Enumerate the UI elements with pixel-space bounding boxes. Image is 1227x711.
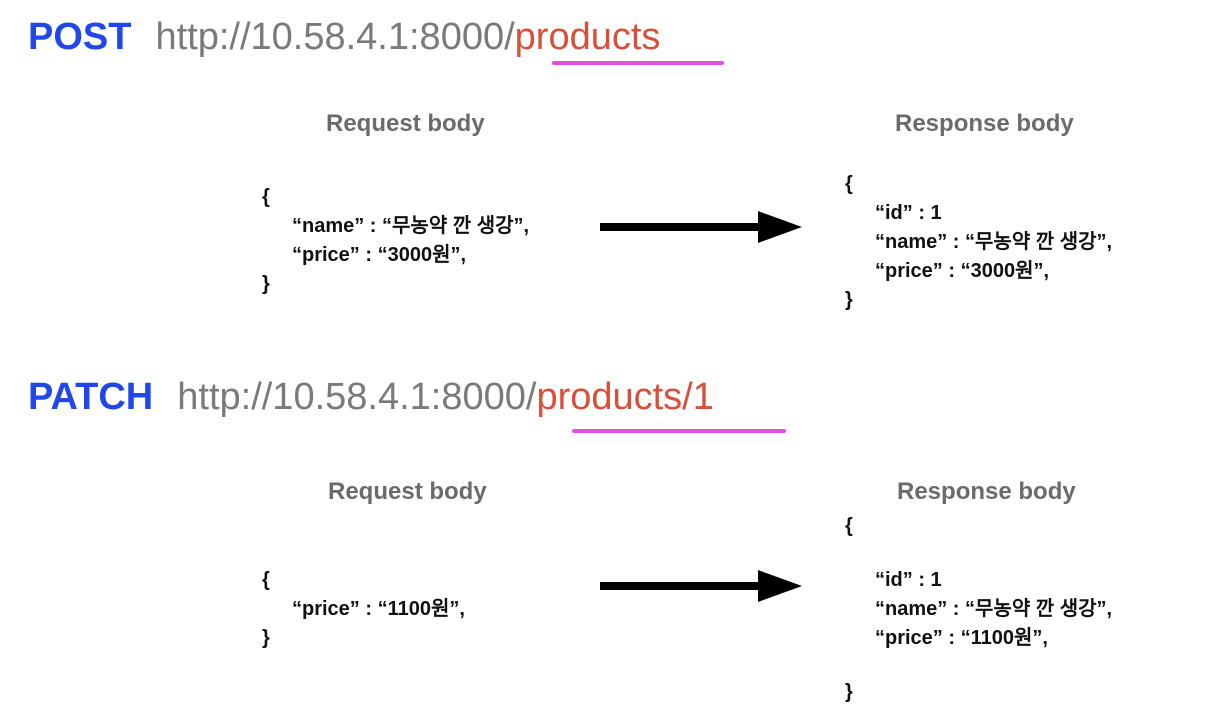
json-open-brace: { (845, 173, 853, 195)
post-base-url: http://10.58.4.1:8000/ (155, 16, 515, 58)
json-line: “id” : 1 (875, 202, 942, 224)
patch-request-body: { “price” : “1100원”, } (262, 566, 465, 653)
json-line: “name” : “무농약 깐 생강”, (875, 231, 1113, 253)
json-line: “price” : “1100원”, (875, 627, 1048, 649)
json-open-brace: { (845, 515, 853, 537)
patch-base-url: http://10.58.4.1:8000/ (177, 376, 537, 418)
json-close-brace: } (262, 273, 270, 295)
patch-response-label: Response body (897, 478, 1076, 505)
json-line: “name” : “무농약 깐 생강”, (875, 598, 1113, 620)
post-path-underline (552, 61, 724, 65)
post-response-label: Response body (895, 110, 1074, 137)
post-response-body: { “id” : 1 “name” : “무농약 깐 생강”, “price” … (845, 170, 1112, 315)
json-open-brace: { (262, 569, 270, 591)
post-arrow-icon (600, 211, 802, 243)
json-open-brace: { (262, 186, 270, 208)
patch-arrow-icon (600, 570, 802, 602)
json-line: “name” : “무농약 깐 생강”, (292, 215, 530, 237)
json-line: “price” : “1100원”, (292, 598, 465, 620)
json-close-brace: } (262, 627, 270, 649)
post-endpoint-line: POST http://10.58.4.1:8000/products (28, 16, 660, 59)
post-method: POST (28, 16, 132, 58)
json-line: “price” : “3000원”, (292, 244, 467, 266)
patch-request-label: Request body (328, 478, 487, 505)
patch-method: PATCH (28, 376, 154, 418)
post-path: products (514, 16, 661, 58)
patch-response-body: { “id” : 1 “name” : “무농약 깐 생강”, “price” … (845, 512, 1112, 707)
json-line: “id” : 1 (875, 569, 942, 591)
json-close-brace: } (845, 681, 853, 703)
json-close-brace: } (845, 289, 853, 311)
patch-path: products/1 (536, 376, 714, 418)
patch-endpoint-line: PATCH http://10.58.4.1:8000/products/1 (28, 376, 714, 419)
post-request-label: Request body (326, 110, 485, 137)
post-request-body: { “name” : “무농약 깐 생강”, “price” : “3000원”… (262, 183, 529, 299)
patch-path-underline (572, 429, 786, 433)
json-line: “price” : “3000원”, (875, 260, 1050, 282)
